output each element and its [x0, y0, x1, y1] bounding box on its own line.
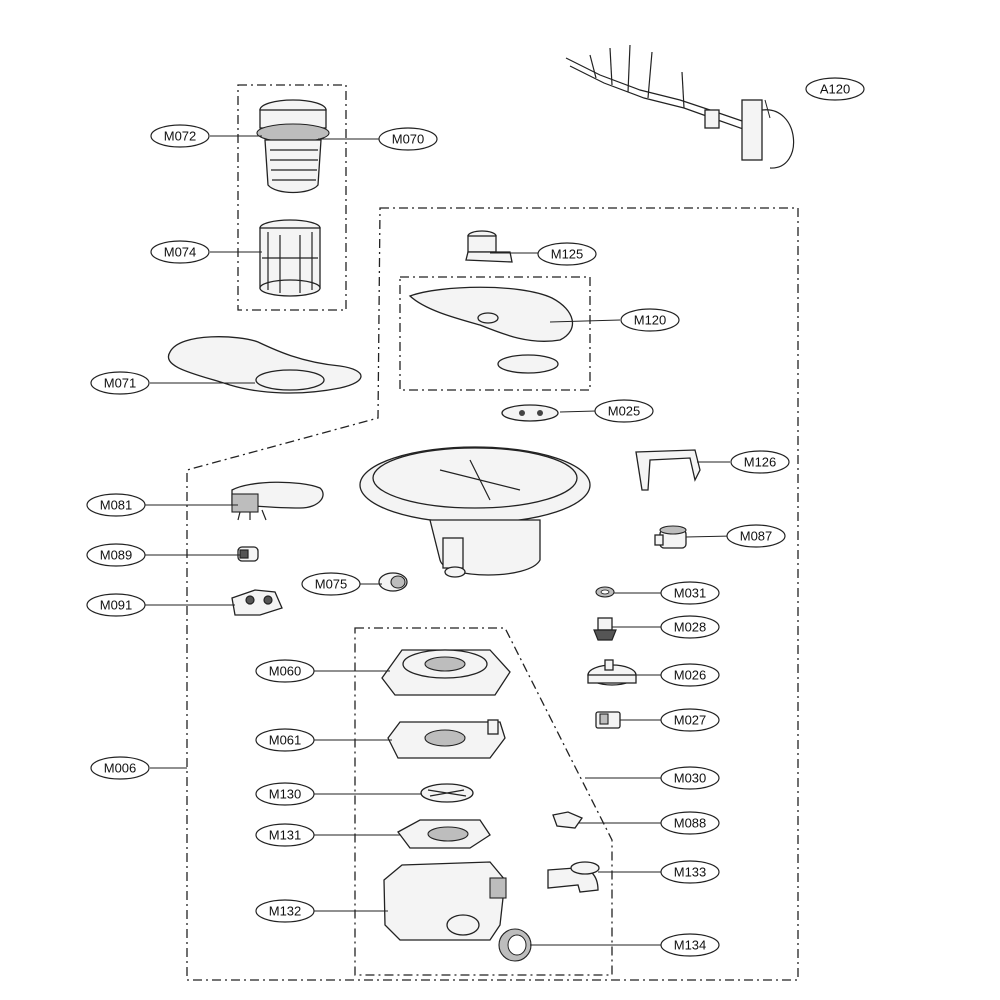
hall-sensor-part: [593, 617, 617, 641]
label-M006-text: M006: [104, 761, 137, 776]
label-M072: M072: [150, 124, 210, 148]
mesh-filter-part: [259, 219, 321, 297]
fine-filter-part: [167, 336, 362, 394]
group-boundary-spray-arm: [399, 276, 591, 391]
pump-cover-part: [397, 819, 491, 849]
label-A120: A120: [805, 77, 865, 101]
label-M088: M088: [660, 811, 720, 835]
wire-harness-part: [565, 44, 795, 169]
label-M130-text: M130: [269, 787, 302, 802]
label-M074: M074: [150, 240, 210, 264]
filter-assembly-part: [256, 99, 330, 194]
gasket-part: [501, 404, 559, 422]
label-M070: M070: [378, 127, 438, 151]
label-M126-text: M126: [744, 455, 777, 470]
label-M025-text: M025: [608, 404, 641, 419]
o-ring-part: [595, 586, 615, 598]
label-M031: M031: [660, 581, 720, 605]
diverter-motor-part: [587, 659, 637, 686]
pressure-switch-part: [654, 525, 687, 549]
label-M120: M120: [620, 308, 680, 332]
motor-housing-part: [387, 719, 506, 759]
sump-body-part: [359, 446, 591, 578]
bracket-part: [635, 449, 701, 491]
label-M060-text: M060: [269, 664, 302, 679]
label-M026-text: M026: [674, 668, 707, 683]
label-M134-text: M134: [674, 938, 707, 953]
label-M125: M125: [537, 242, 597, 266]
label-M072-text: M072: [164, 129, 197, 144]
label-M134: M134: [660, 933, 720, 957]
leader-lines: [145, 99, 771, 946]
nozzle-part: [465, 230, 513, 263]
label-M028: M028: [660, 615, 720, 639]
label-M074-text: M074: [164, 245, 197, 260]
sensor-part: [237, 546, 259, 562]
label-M081: M081: [86, 493, 146, 517]
label-M133: M133: [660, 860, 720, 884]
grommet-part: [498, 928, 532, 962]
turbidity-sensor-part: [231, 589, 283, 616]
label-M130: M130: [255, 782, 315, 806]
label-M125-text: M125: [551, 247, 584, 262]
hose-elbow-part: [547, 861, 600, 893]
label-M070-text: M070: [392, 132, 425, 147]
label-M126: M126: [730, 450, 790, 474]
check-valve-part: [378, 572, 408, 592]
label-M091: M091: [86, 593, 146, 617]
heater-part: [231, 481, 324, 521]
label-M120-text: M120: [634, 313, 667, 328]
label-M031-text: M031: [674, 586, 707, 601]
label-M091-text: M091: [100, 598, 133, 613]
label-M132-text: M132: [269, 904, 302, 919]
connector-part: [595, 711, 621, 729]
label-M027: M027: [660, 708, 720, 732]
label-M089-text: M089: [100, 548, 133, 563]
group-boundary-filter: [237, 84, 347, 311]
label-M061-text: M061: [269, 733, 302, 748]
label-M131: M131: [255, 823, 315, 847]
label-M132: M132: [255, 899, 315, 923]
label-M025: M025: [594, 399, 654, 423]
label-M028-text: M028: [674, 620, 707, 635]
label-M006: M006: [90, 756, 150, 780]
label-M030: M030: [660, 766, 720, 790]
impeller-part: [420, 783, 474, 803]
label-M060: M060: [255, 659, 315, 683]
spray-arm-part: [408, 286, 574, 374]
label-M061: M061: [255, 728, 315, 752]
label-M088-text: M088: [674, 816, 707, 831]
group-boundary-pump: [354, 627, 613, 976]
label-M027-text: M027: [674, 713, 707, 728]
clip-part: [552, 811, 583, 829]
motor-part: [381, 649, 511, 696]
group-boundary-sump: [186, 207, 799, 981]
label-A120-text: A120: [820, 82, 850, 97]
label-M030-text: M030: [674, 771, 707, 786]
label-M087-text: M087: [740, 529, 773, 544]
label-M071: M071: [90, 371, 150, 395]
label-M075: M075: [301, 572, 361, 596]
label-M133-text: M133: [674, 865, 707, 880]
label-M071-text: M071: [104, 376, 137, 391]
label-M087: M087: [726, 524, 786, 548]
label-M081-text: M081: [100, 498, 133, 513]
pump-housing-part: [383, 861, 507, 941]
label-M026: M026: [660, 663, 720, 687]
label-M131-text: M131: [269, 828, 302, 843]
label-M075-text: M075: [315, 577, 348, 592]
label-M089: M089: [86, 543, 146, 567]
